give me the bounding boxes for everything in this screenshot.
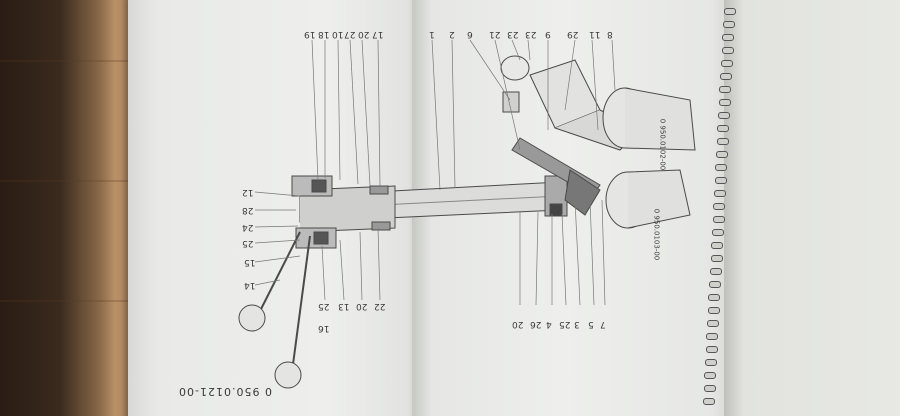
binding-coil: [711, 242, 723, 249]
part-label: 25: [559, 319, 571, 329]
binding-coil: [723, 21, 735, 28]
binding-coil: [718, 112, 730, 119]
binding-coil: [710, 268, 722, 275]
part-label: 11: [589, 29, 601, 39]
binding-coil: [721, 60, 733, 67]
part-label: 28: [242, 205, 254, 215]
binding-coil: [704, 372, 716, 379]
sleeve: [299, 185, 396, 233]
part-label: 25: [242, 238, 254, 248]
binding-coil: [717, 125, 729, 132]
binding-coil: [705, 359, 717, 366]
part-label: 24: [242, 222, 254, 232]
part-label: 1: [429, 29, 435, 39]
binding-coil: [714, 190, 726, 197]
part-label: 20: [512, 319, 524, 329]
part-label: 14: [244, 280, 256, 290]
part-label: 13: [338, 301, 350, 311]
binding-coil: [720, 73, 732, 80]
binding-coil: [713, 216, 725, 223]
binding-coil: [706, 333, 718, 340]
part-label: 22: [374, 301, 386, 311]
binding-coil: [724, 8, 736, 15]
lever-arm: [291, 235, 311, 373]
ball-handle: [238, 304, 266, 332]
binding-coil: [708, 294, 720, 301]
binding-coil: [707, 320, 719, 327]
part-label: 17: [372, 29, 384, 39]
part-label: 2: [449, 29, 455, 39]
part-label: 29: [567, 29, 579, 39]
part-label: 26: [530, 319, 542, 329]
part-mark: 0 950.0102-00: [658, 118, 667, 171]
binding-coil: [709, 281, 721, 288]
part-label: 12: [242, 187, 254, 197]
part-label: 27: [344, 29, 356, 39]
next-page: [724, 0, 900, 416]
binding-coil: [717, 138, 729, 145]
binding-coil: [704, 385, 716, 392]
binding-coil: [703, 398, 715, 405]
binding-coil: [719, 86, 731, 93]
part-label: 23: [525, 29, 537, 39]
binding-coil: [715, 177, 727, 184]
ball-handle: [274, 361, 302, 389]
part-label: 25: [318, 301, 330, 311]
part-label: 21: [489, 29, 501, 39]
binding-coil: [719, 99, 731, 106]
lever-arm: [257, 231, 301, 316]
binding-coil: [722, 47, 734, 54]
part-label: 10: [332, 29, 344, 39]
part-label: 16: [318, 323, 330, 333]
binding-coil: [708, 307, 720, 314]
binding-coil: [722, 34, 734, 41]
part-label: 9: [545, 29, 551, 39]
part-label: 4: [546, 319, 552, 329]
part-label: 15: [244, 257, 256, 267]
binding-coil: [713, 203, 725, 210]
part-label: 20: [356, 301, 368, 311]
part-label: 7: [600, 319, 606, 329]
part-label: 6: [467, 29, 473, 39]
part-mark: 0 950.0103-00: [652, 208, 661, 261]
part-label: 5: [588, 319, 594, 329]
part-label: 3: [574, 319, 580, 329]
part-label: 19: [304, 29, 316, 39]
binding-coil: [716, 151, 728, 158]
binding-coil: [712, 229, 724, 236]
binding-coil: [706, 346, 718, 353]
part-label: 18: [318, 29, 330, 39]
document-code: 0 950.0121-00: [178, 385, 272, 398]
binding-coil: [715, 164, 727, 171]
part-label: 8: [607, 29, 613, 39]
binding-coil: [711, 255, 723, 262]
part-label: 23: [507, 29, 519, 39]
part-label: 20: [358, 29, 370, 39]
